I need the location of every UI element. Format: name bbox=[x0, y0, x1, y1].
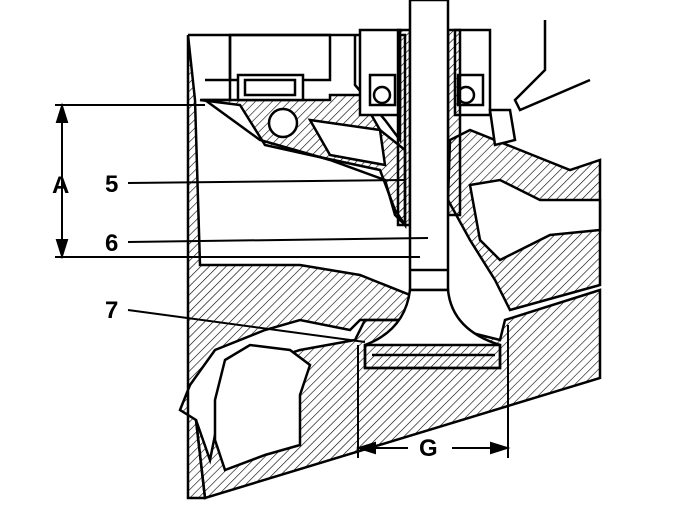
part-7-label: 7 bbox=[105, 297, 119, 324]
dimension-g-label: G bbox=[419, 435, 438, 462]
part-5-label: 5 bbox=[105, 171, 119, 198]
dimension-lines bbox=[55, 102, 511, 458]
part-6-label: 6 bbox=[105, 230, 119, 257]
dimension-a-label: A bbox=[52, 172, 70, 199]
valve-spring-assembly bbox=[236, 20, 591, 167]
valve bbox=[363, 0, 502, 370]
